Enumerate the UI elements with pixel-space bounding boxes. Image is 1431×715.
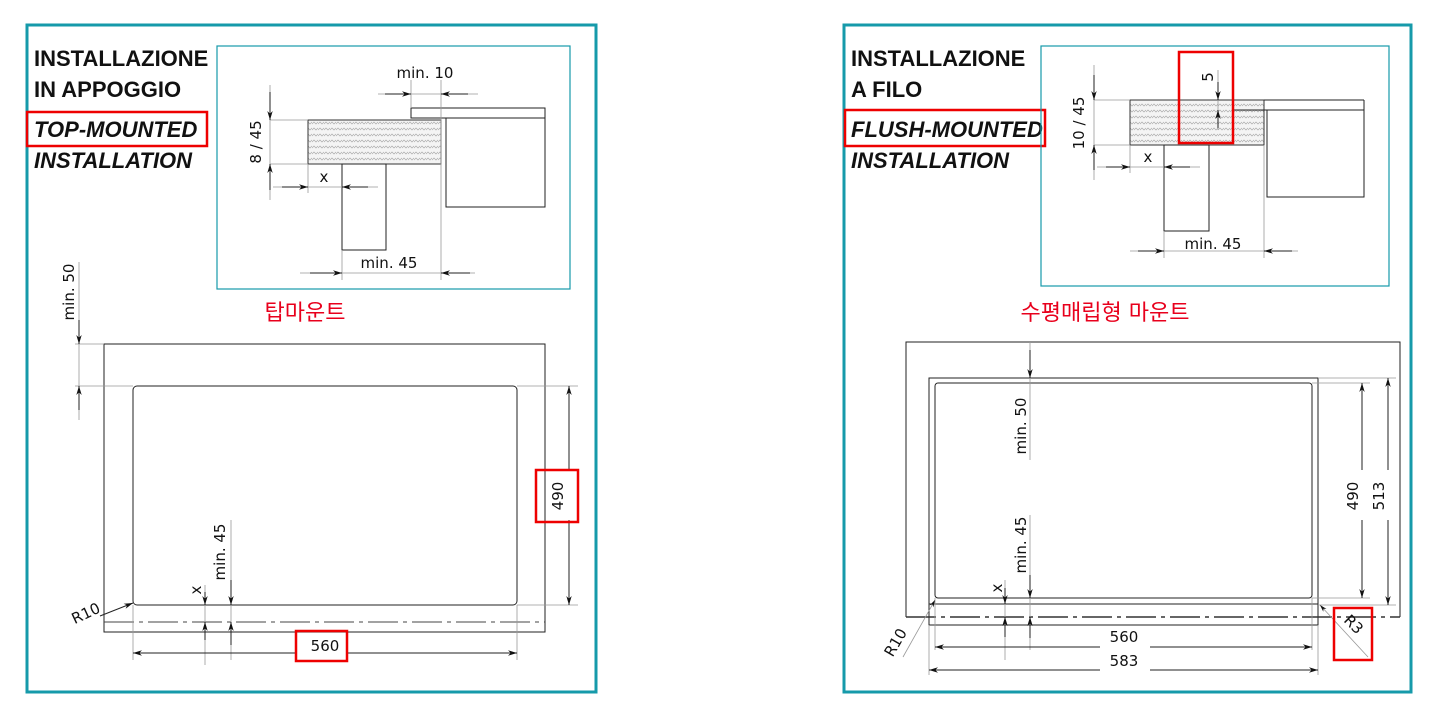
title-en-line2: INSTALLATION bbox=[851, 148, 1010, 173]
panel-frame bbox=[842, 23, 1413, 694]
title-en-line2: INSTALLATION bbox=[34, 148, 193, 173]
title-en-line1: TOP-MOUNTED bbox=[34, 117, 197, 142]
panel-frame bbox=[25, 23, 598, 694]
min45-plan-label: min. 45 bbox=[1012, 517, 1030, 574]
radius-left-label: R10 bbox=[880, 625, 910, 660]
plan-view: min. 50 min. 45 x 490 513 560 583 R10 R3 bbox=[880, 341, 1401, 675]
min50-label: min. 50 bbox=[1012, 398, 1030, 455]
x-label: x bbox=[320, 168, 329, 186]
title-it-line2: A FILO bbox=[851, 77, 922, 102]
section-detail: 10 / 45 5 x min. 45 bbox=[1040, 45, 1390, 287]
x-plan-label: x bbox=[988, 583, 1006, 592]
radius-label: R10 bbox=[69, 599, 103, 628]
title-it-line2: IN APPOGGIO bbox=[34, 77, 181, 102]
min45-plan-label: min. 45 bbox=[211, 524, 229, 581]
title-en-line1: FLUSH-MOUNTED bbox=[851, 117, 1043, 142]
height-inner-label: 490 bbox=[1344, 482, 1362, 511]
korean-label: 수평매립형 마운트 bbox=[1021, 301, 1190, 326]
thickness-label: 10 / 45 bbox=[1070, 97, 1088, 150]
height-outer-label: 513 bbox=[1370, 482, 1388, 511]
flush-mounted-panel: INSTALLAZIONE A FILO FLUSH-MOUNTED INSTA… bbox=[842, 23, 1413, 694]
height-label: 490 bbox=[549, 482, 567, 511]
min45-label: min. 45 bbox=[361, 254, 418, 272]
thickness-label: 8 / 45 bbox=[247, 120, 265, 163]
min45-label: min. 45 bbox=[1185, 235, 1242, 253]
korean-label: 탑마운트 bbox=[265, 301, 346, 326]
plan-view: min. 50 490 min. 45 x 560 R10 bbox=[60, 262, 580, 665]
min50-label: min. 50 bbox=[60, 264, 78, 321]
title-it-line1: INSTALLAZIONE bbox=[34, 46, 208, 71]
x-plan-label: x bbox=[187, 585, 205, 594]
width-label: 560 bbox=[311, 637, 340, 655]
min10-label: min. 10 bbox=[397, 64, 454, 82]
top-mounted-panel: INSTALLAZIONE IN APPOGGIO TOP-MOUNTED IN… bbox=[25, 23, 598, 694]
recess-label: 5 bbox=[1199, 72, 1217, 82]
section-detail: 8 / 45 min. 10 x min. 45 bbox=[216, 45, 571, 290]
highlight-box bbox=[25, 110, 209, 148]
x-label: x bbox=[1144, 148, 1153, 166]
highlight-box bbox=[843, 108, 1047, 148]
title-it-line1: INSTALLAZIONE bbox=[851, 46, 1025, 71]
width-inner-label: 560 bbox=[1110, 628, 1139, 646]
radius-right-label: R3 bbox=[1340, 611, 1367, 638]
width-outer-label: 583 bbox=[1110, 652, 1139, 670]
